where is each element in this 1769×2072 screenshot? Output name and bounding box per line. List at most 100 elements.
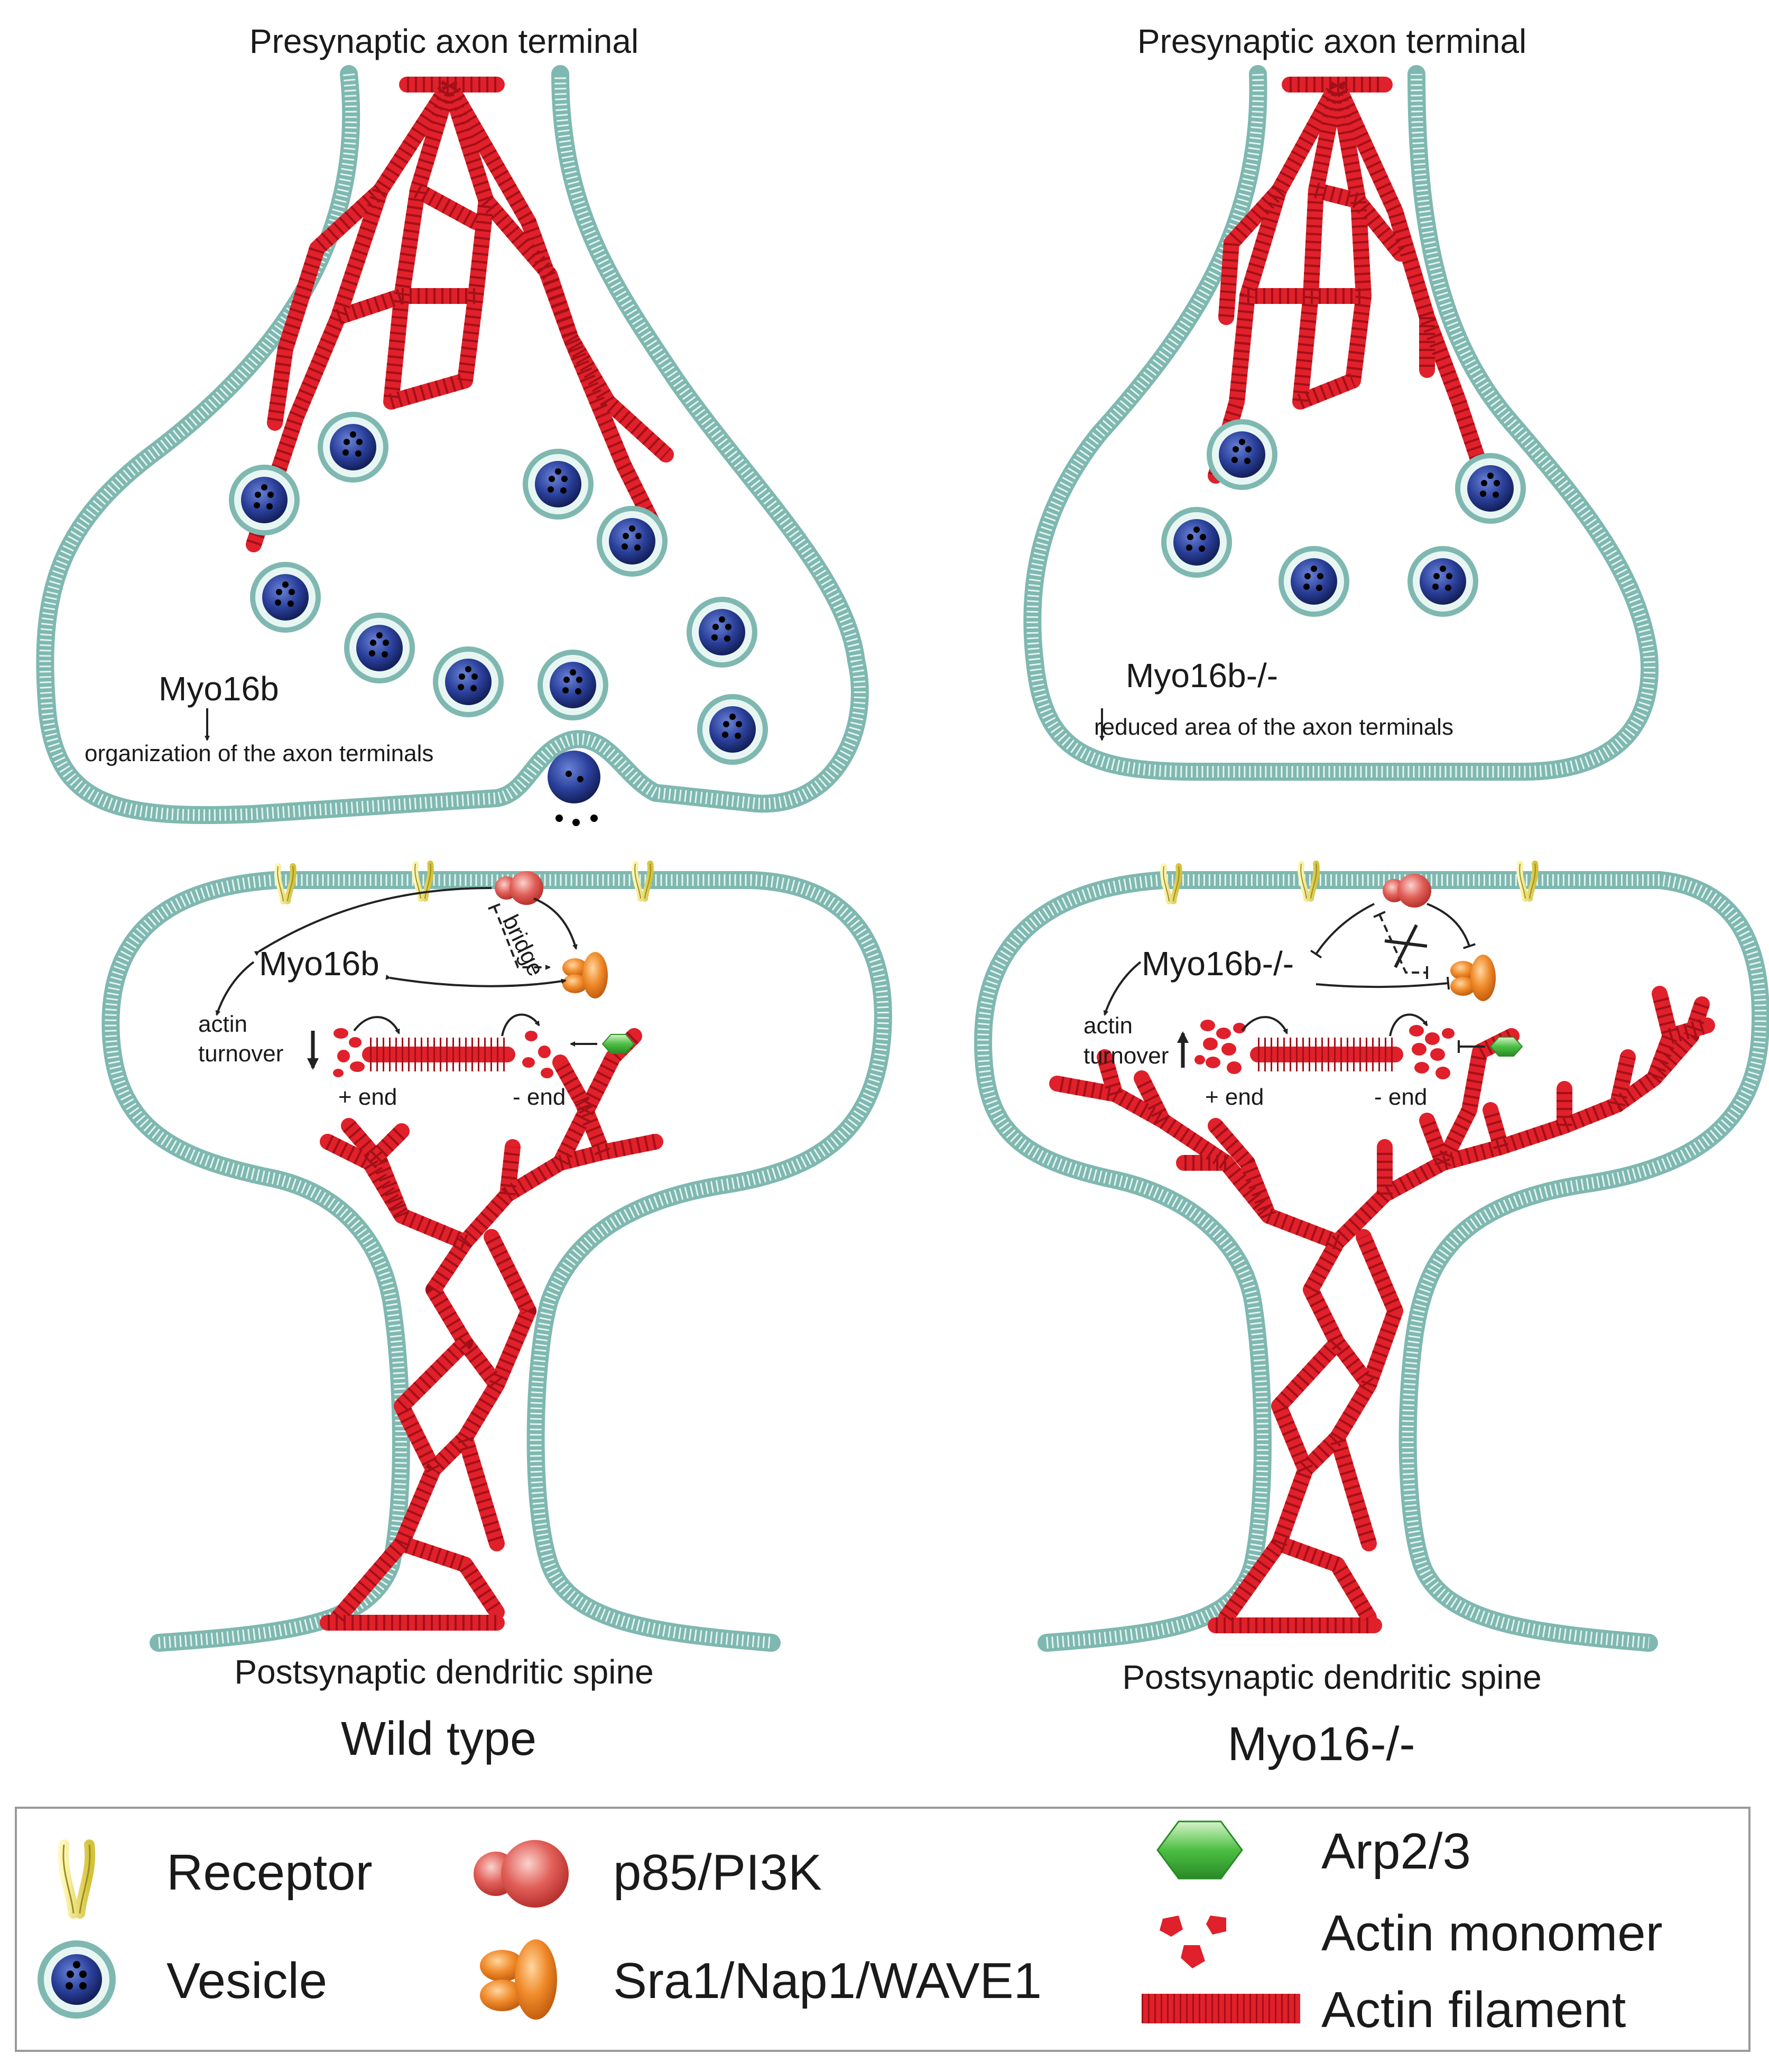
wave-complex-icon [1450,955,1496,1001]
p85-pi3k-icon [495,871,543,905]
presynaptic-actin-network [1208,77,1488,484]
arp23-icon [1156,1820,1243,1880]
vesicle [1455,453,1526,524]
postsynaptic-membrane [974,871,1769,1652]
legend-sra1-label: Sra1/Nap1/WAVE1 [613,1953,1042,2009]
myo16b-p85-arrow [254,887,492,956]
wave-complex-icon [562,952,608,998]
vesicle [597,506,668,577]
legend-arp-label: Arp2/3 [1321,1823,1471,1880]
presynaptic-label: Presynaptic axon terminal [249,22,638,60]
condition-label: Myo16-/- [1227,1718,1415,1771]
p85-pi3k-icon [1383,874,1431,908]
postsynaptic-label: Postsynaptic dendritic spine [234,1653,653,1691]
vesicle [1161,507,1232,578]
vesicle [344,613,415,683]
bridge-label: bridge [497,911,549,980]
receptor-icon [1298,861,1320,902]
myo16b-p85-inhibition [1310,903,1375,959]
vesicle [1207,419,1277,490]
vesicle [687,597,757,668]
arp23-icon [601,1034,635,1054]
legend-box [15,1807,1751,2052]
turnover-label-2: turnover [1083,1043,1169,1069]
turnover-label-2: turnover [198,1041,283,1067]
presynaptic-myo16b-label: Myo16b [159,670,279,708]
myo16b-wave-arrow [385,974,567,987]
arp23-icon [1489,1037,1523,1057]
p85-wave-arrow [533,898,578,950]
receptor-icon [274,863,297,904]
vesicle [318,412,388,483]
legend: Receptor Vesicle p85/PI3K Sra1/Nap1/WAVE… [15,1807,1751,2052]
vesicle [250,562,321,633]
spine-actin-network [1049,986,1715,1633]
p85-pi3k-icon [474,1840,569,1908]
presynaptic-membrane [36,65,869,825]
plus-end-arrow [353,1016,400,1034]
minus-end-label: - end [513,1084,566,1110]
receptor-icon [1516,861,1539,902]
receptor-icon [412,861,434,902]
wild-type-panel: Presynaptic axon terminal My [36,22,892,1765]
actin-monomer-icon [333,1028,365,1077]
postsynaptic-label: Postsynaptic dendritic spine [1122,1658,1541,1696]
turnover-arrow [1103,961,1142,1016]
p85-wave-inhibition [1427,903,1476,949]
plus-end-arrow [1241,1016,1288,1034]
actin-monomer-icon [1160,1916,1226,1968]
spine-myo16b-label: Myo16b [259,945,379,983]
plus-end-label: + end [1205,1084,1264,1110]
spine-myo16b-label: Myo16b-/- [1142,945,1294,983]
actin-monomer-icon [1409,1025,1455,1079]
receptor-icon [1160,863,1182,904]
condition-label: Wild type [341,1713,536,1765]
turnover-arrow [215,961,255,1016]
legend-monomer-label: Actin monomer [1321,1905,1663,1962]
axon-effect-label: reduced area of the axon terminals [1094,714,1453,740]
minus-end-arrow [1389,1013,1428,1037]
legend-p85-label: p85/PI3K [613,1844,822,1901]
receptor-icon [632,861,654,902]
receptor-icon [58,1839,96,1919]
spine-signaling: Myo16b-/- actin turnover + end [1083,874,1523,1110]
receptors [274,861,654,904]
vesicle [538,650,608,720]
vesicles [229,412,768,826]
cross-mark-icon [1384,924,1428,968]
knockout-panel: Presynaptic axon terminal Myo16b-/- redu… [974,22,1769,1771]
released-neurotransmitter [555,815,598,826]
postsynaptic-membrane [101,871,892,1652]
vesicle-icon [38,1940,116,2019]
vesicles [1161,419,1526,617]
plus-end-label: + end [338,1084,397,1110]
minus-end-arrow [501,1013,540,1037]
presynaptic-actin-network [246,77,674,552]
blocked-bridge [1373,911,1428,979]
vesicle [1407,546,1478,617]
minus-end-label: - end [1374,1084,1427,1110]
wave-complex-icon [480,1939,557,2020]
receptors [1160,861,1539,904]
bridge-arrow [488,903,551,970]
presynaptic-label: Presynaptic axon terminal [1137,22,1526,60]
spine-actin-network [320,1028,663,1631]
vesicle [1279,546,1349,617]
vesicle [229,465,300,535]
actin-monomer-icon [522,1031,553,1078]
myo16b-wave-inhibition [1316,976,1450,990]
vesicle [523,449,594,520]
legend-filament-label: Actin filament [1321,1982,1626,2038]
turnover-label-1: actin [198,1011,247,1037]
presynaptic-membrane [1023,65,1659,781]
presynaptic-myo16b-label: Myo16b-/- [1126,656,1278,695]
legend-vesicle-label: Vesicle [166,1953,327,2009]
axon-effect-label: organization of the axon terminals [85,741,433,766]
fusing-vesicle [548,751,600,803]
turnover-label-1: actin [1083,1013,1133,1039]
actin-monomer-icon [1194,1020,1246,1074]
vesicle [697,694,768,765]
vesicle [433,646,504,717]
legend-receptor-label: Receptor [166,1844,373,1901]
